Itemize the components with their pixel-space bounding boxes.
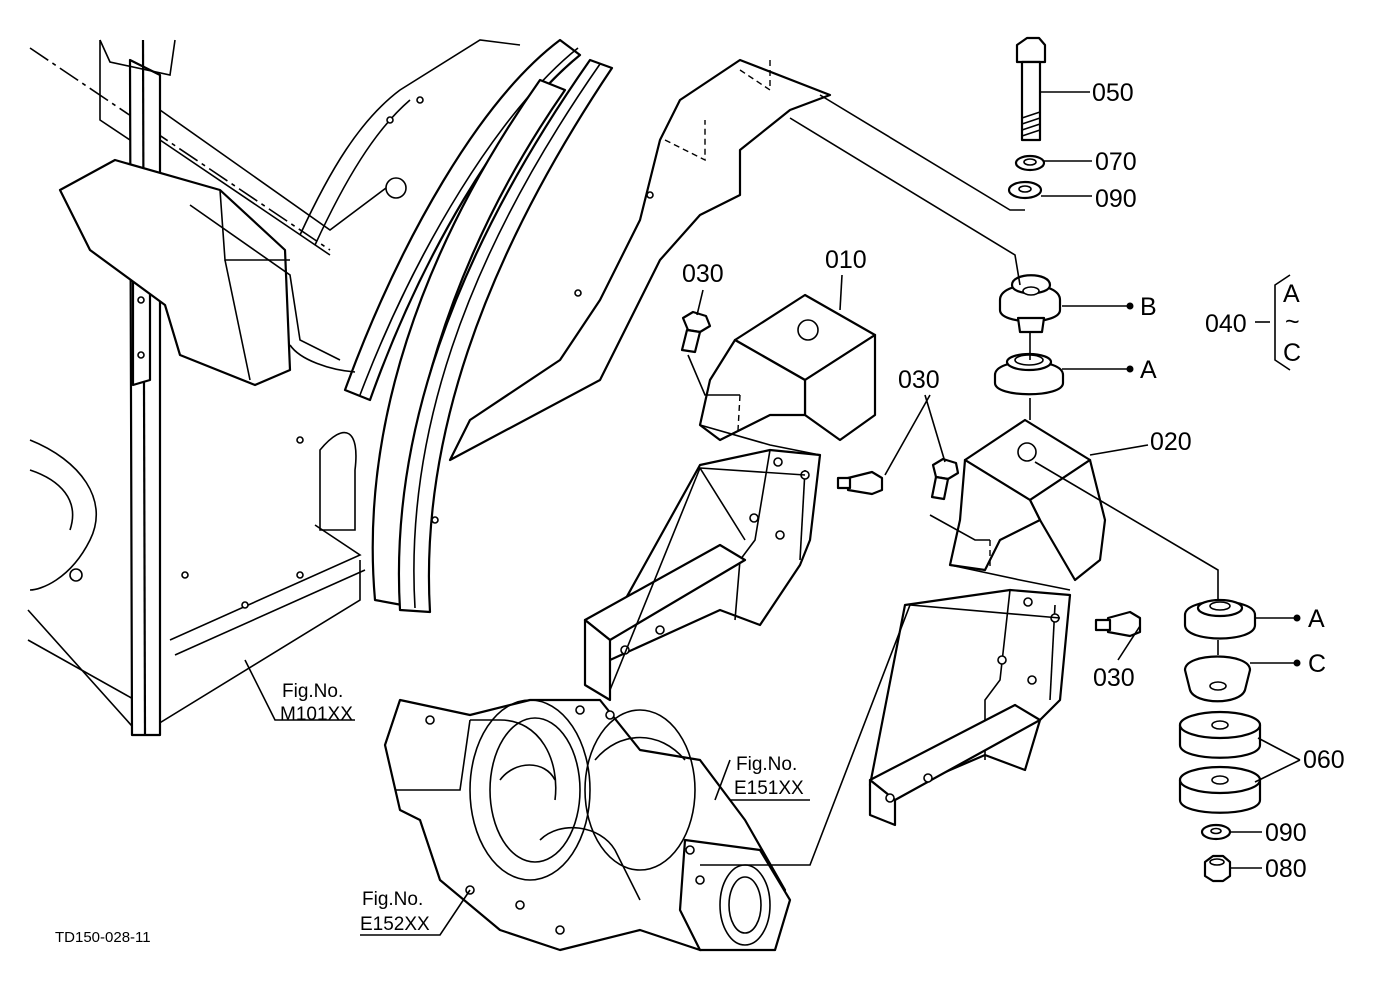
marker-dot-c bbox=[1293, 659, 1301, 667]
set-range-tilde: ~ bbox=[1285, 308, 1300, 336]
fig-ref-m101-code: M101XX bbox=[280, 704, 353, 725]
fig-ref-e151-label: Fig.No. bbox=[736, 754, 797, 775]
washer-090-upper bbox=[1007, 180, 1043, 200]
spacer-060-lower bbox=[1178, 765, 1262, 814]
washer-090-lower bbox=[1200, 823, 1232, 841]
bolt-030-right-upper bbox=[930, 457, 960, 501]
bolt-050 bbox=[1015, 36, 1047, 142]
set-marker-b: B bbox=[1140, 293, 1157, 321]
label-030-lower: 030 bbox=[1093, 664, 1135, 692]
label-090-lower: 090 bbox=[1265, 819, 1307, 847]
leader-lines bbox=[244, 91, 1301, 936]
axle-housing bbox=[383, 698, 792, 952]
label-010: 010 bbox=[825, 246, 867, 274]
mounting-bracket-010 bbox=[583, 293, 877, 702]
set-marker-c-lower: C bbox=[1308, 650, 1326, 678]
drawing-code: TD150-028-11 bbox=[55, 929, 151, 946]
label-020: 020 bbox=[1150, 428, 1192, 456]
label-070: 070 bbox=[1095, 148, 1137, 176]
marker-dot-b bbox=[1126, 302, 1134, 310]
label-090-upper: 090 bbox=[1095, 185, 1137, 213]
label-040: 040 bbox=[1205, 310, 1247, 338]
label-030-upper-left: 030 bbox=[682, 260, 724, 288]
cushion-a-lower bbox=[1183, 598, 1257, 640]
set-marker-a-lower: A bbox=[1308, 605, 1325, 633]
spring-washer-070 bbox=[1014, 154, 1046, 172]
label-030-upper-mid: 030 bbox=[898, 366, 940, 394]
nut-080 bbox=[1203, 854, 1232, 883]
bolt-030-mid bbox=[836, 470, 884, 496]
fig-ref-e152-code: E152XX bbox=[360, 914, 430, 935]
cushion-c bbox=[1183, 655, 1252, 703]
fig-ref-m101-label: Fig.No. bbox=[282, 681, 343, 702]
assembly-lines bbox=[609, 94, 1219, 866]
marker-dot-a-top bbox=[1126, 365, 1134, 373]
marker-dot-a-lower bbox=[1293, 614, 1301, 622]
cushion-b bbox=[998, 274, 1062, 334]
set-marker-a-top: A bbox=[1140, 356, 1157, 384]
bolt-030-lower bbox=[1094, 610, 1142, 638]
set-range-a: A bbox=[1283, 280, 1300, 308]
spacer-060-upper bbox=[1178, 710, 1262, 759]
mounting-bracket-020 bbox=[868, 418, 1107, 827]
bolt-030-upper-left bbox=[680, 310, 712, 354]
label-060: 060 bbox=[1303, 746, 1345, 774]
label-050: 050 bbox=[1092, 79, 1134, 107]
label-080: 080 bbox=[1265, 855, 1307, 883]
fig-ref-e151-code: E151XX bbox=[734, 778, 804, 799]
cushion-a-upper bbox=[993, 352, 1065, 396]
tractor-frame-assembly bbox=[27, 38, 832, 737]
fig-ref-e152-label: Fig.No. bbox=[362, 889, 423, 910]
set-range-c: C bbox=[1283, 339, 1301, 367]
